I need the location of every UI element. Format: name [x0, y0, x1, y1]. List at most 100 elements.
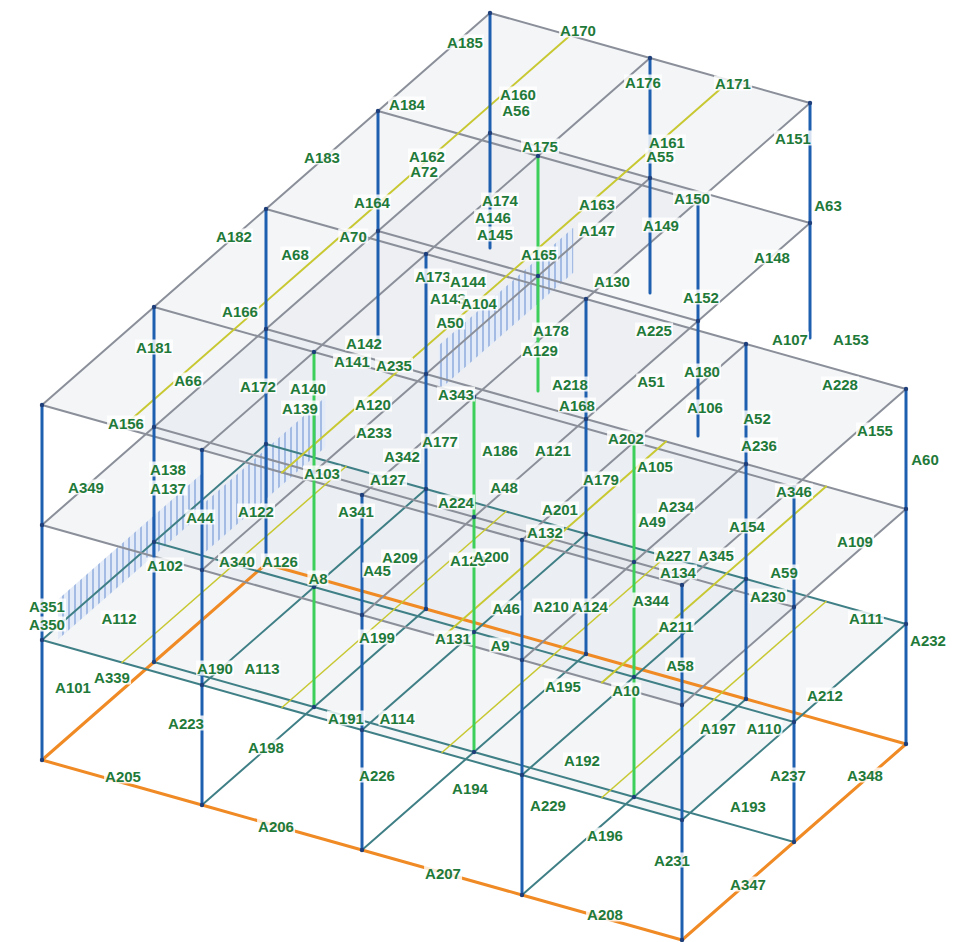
- member-label: A184: [388, 97, 426, 112]
- frame-node: [264, 327, 268, 331]
- member-label: A129: [521, 343, 559, 358]
- frame-node: [376, 229, 380, 233]
- member-label: A340: [218, 554, 256, 569]
- member-label: A121: [534, 443, 572, 458]
- member-label: A172: [239, 379, 277, 394]
- column: [201, 450, 204, 805]
- member-label: A10: [611, 683, 641, 698]
- frame-node: [696, 319, 700, 323]
- tie-beam: [634, 797, 794, 842]
- member-label: A104: [460, 296, 498, 311]
- floor-beam: [634, 344, 746, 442]
- member-label: A114: [378, 711, 415, 726]
- frame-node: [520, 773, 524, 777]
- frame-node: [632, 560, 636, 564]
- member-label: A131: [434, 631, 472, 646]
- frame-node: [40, 758, 44, 762]
- member-label: A195: [544, 679, 582, 694]
- frame-node: [648, 56, 652, 60]
- floor-beam: [650, 178, 810, 223]
- ground-beam: [202, 805, 362, 850]
- floor-beam: [426, 276, 538, 374]
- frame-node: [648, 176, 652, 180]
- member-label: A107: [771, 332, 809, 347]
- tie-beam: [202, 707, 314, 805]
- member-label: A237: [769, 768, 807, 783]
- frame-node: [680, 703, 684, 707]
- member-label: A165: [520, 247, 558, 262]
- member-label: A72: [409, 164, 439, 179]
- member-label: A142: [345, 336, 383, 351]
- floor-beam: [698, 103, 810, 201]
- member-label: A60: [910, 452, 940, 467]
- member-label: A191: [327, 711, 365, 726]
- ground-beam: [682, 842, 794, 940]
- frame-node: [536, 274, 540, 278]
- member-label: A346: [775, 484, 813, 499]
- member-label: A192: [563, 753, 601, 768]
- frame-node: [520, 538, 524, 542]
- member-label: A132: [526, 525, 564, 540]
- floor-beam: [362, 397, 474, 495]
- frame-node: [360, 848, 364, 852]
- member-label: A164: [353, 195, 391, 210]
- frame-node: [376, 109, 380, 113]
- member-label: A9: [489, 638, 510, 653]
- floor-beam: [490, 13, 650, 58]
- member-label: A181: [135, 340, 173, 355]
- member-label: A151: [774, 131, 812, 146]
- member-label: A162: [408, 149, 446, 164]
- floor-beam: [522, 562, 634, 660]
- member-label: A127: [369, 472, 407, 487]
- ground-beam: [522, 895, 682, 940]
- member-label: A55: [645, 149, 675, 164]
- member-label: A168: [558, 398, 596, 413]
- member-label: A163: [578, 197, 616, 212]
- tie-beam: [314, 609, 426, 707]
- floor-beam: [42, 405, 202, 450]
- member-label: A137: [149, 481, 187, 496]
- member-label: A345: [697, 548, 735, 563]
- member-label: A160: [499, 87, 537, 102]
- member-label: A234: [657, 499, 695, 514]
- frame-node: [424, 487, 428, 491]
- column: [377, 111, 380, 346]
- member-label: A206: [257, 819, 295, 834]
- frame-node: [744, 342, 748, 346]
- member-label: A197: [699, 721, 737, 736]
- member-label: A347: [729, 877, 767, 892]
- member-label: A194: [451, 781, 489, 796]
- frame-node: [904, 622, 908, 626]
- floor-beam: [794, 509, 906, 607]
- floor-beam: [202, 570, 362, 615]
- frame-node: [152, 425, 156, 429]
- tie-beam: [634, 699, 746, 797]
- member-label: A51: [636, 374, 666, 389]
- floor-beam: [42, 307, 154, 405]
- member-label: A202: [607, 431, 645, 446]
- frame-node: [680, 583, 684, 587]
- member-label: A105: [636, 459, 674, 474]
- floor-beam: [474, 419, 586, 517]
- member-label: A124: [571, 599, 609, 614]
- member-label: A102: [146, 558, 184, 573]
- member-label: A171: [714, 76, 752, 91]
- member-label: A103: [303, 466, 341, 481]
- floor-beam: [362, 495, 522, 540]
- member-label: A208: [586, 907, 624, 922]
- member-label: A198: [247, 740, 285, 755]
- member-label: A138: [149, 462, 187, 477]
- member-label: A185: [446, 35, 484, 50]
- frame-node: [584, 417, 588, 421]
- ground-beam: [42, 760, 202, 805]
- member-label: A201: [541, 502, 579, 517]
- member-label: A144: [449, 274, 487, 289]
- column: [361, 495, 364, 850]
- wall-panel: [439, 228, 573, 391]
- frame-node: [536, 154, 540, 158]
- column: [521, 540, 524, 895]
- ground-beam: [746, 699, 906, 744]
- member-label: A134: [659, 565, 697, 580]
- member-label: A348: [846, 768, 884, 783]
